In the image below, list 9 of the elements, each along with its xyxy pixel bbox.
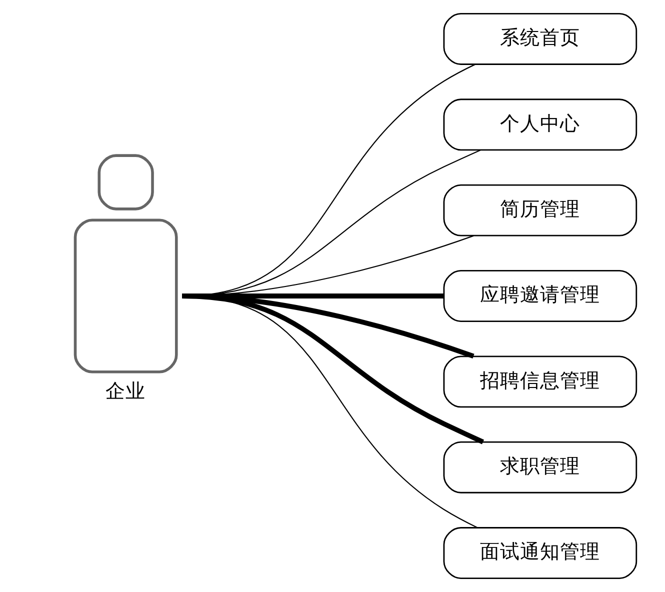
node-box: 简历管理 (442, 184, 637, 236)
node-box: 应聘邀请管理 (442, 270, 637, 322)
node-box: 系统首页 (442, 12, 637, 65)
node-box: 招聘信息管理 (442, 356, 637, 408)
node-label: 企业 (104, 379, 145, 402)
node-box: 个人中心 (442, 98, 637, 151)
connector (181, 294, 484, 444)
node-box: 面试通知管理 (442, 527, 637, 580)
node-box: 求职管理 (442, 441, 637, 494)
